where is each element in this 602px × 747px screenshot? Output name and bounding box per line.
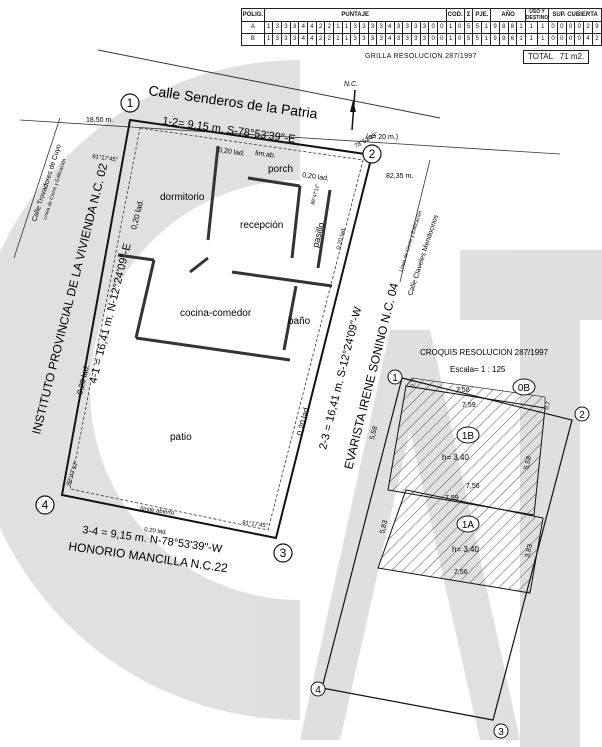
- croquis-labels-b1-label: 1B: [462, 431, 475, 442]
- total-box: TOTAL 71 m2.: [523, 50, 590, 64]
- grid-header-row: POLIG. PUNTAJE COD. Σ PJE. AÑO USO Y DES…: [241, 8, 602, 22]
- room-porch: porch: [268, 164, 293, 175]
- croquis-labels-a1-label: 1A: [462, 520, 475, 531]
- croquis-vertices-c4-label: 4: [315, 685, 321, 696]
- croquis-vertices-c1-label: 1: [392, 373, 398, 384]
- offsets-right-label: 0,20 lad.: [295, 405, 311, 437]
- grid-cell: 0: [454, 33, 465, 46]
- grid-table: POLIG. PUNTAJE COD. Σ PJE. AÑO USO Y DES…: [241, 8, 602, 46]
- croquis-dims-corner-r-label: 0,7: [544, 400, 552, 410]
- offsets-top-label: 0,20 lad.: [218, 147, 246, 158]
- angles-a3-label: 91°17'45": [242, 520, 268, 530]
- croquis-dims-mid-label: 7,59: [445, 495, 459, 502]
- room-bano: baño: [288, 316, 311, 327]
- croquis-vertices-c3-label: 3: [498, 727, 504, 738]
- vertex-4-label: 4: [42, 498, 49, 512]
- croquis-dims-corner-l-label: 0,7: [410, 378, 418, 388]
- offsets-topright-label: 0,20 lad.: [302, 172, 330, 183]
- croquis-dims-right-b-label: 5,58: [523, 455, 533, 470]
- croquis-dims-top-label: 7,58: [456, 387, 470, 394]
- croquis-dims-right-a-label: 3,83: [524, 543, 534, 558]
- croquis-vertices-c2-label: 2: [579, 410, 585, 421]
- header-uso: USO Y DESTINO: [524, 8, 550, 22]
- offsets-bottom-label: 0,20 lad.: [144, 527, 168, 536]
- croquis-title: CROQUIS RESOLUCION 287/1997: [420, 348, 549, 357]
- grid-cell: 1: [481, 33, 492, 46]
- room-patio: patio: [170, 432, 192, 443]
- vertex-3-label: 3: [280, 546, 287, 560]
- room-dormitorio: dormitorio: [160, 192, 205, 203]
- north-arrow: N.C.: [344, 81, 358, 131]
- croquis-labels-b0-label: 0B: [518, 383, 531, 394]
- vertex-markers: 1 2 3 4: [35, 93, 382, 563]
- offsets-right2-label: 0,20 lad.: [336, 226, 347, 250]
- grid-caption: GRILLA RESOLUCION 287/1997: [365, 53, 477, 60]
- vertex-2-label: 2: [369, 147, 376, 161]
- dim-left-street: 18,50 m.: [86, 117, 113, 124]
- room-recepcion: recepción: [240, 220, 283, 231]
- croquis-dims-bottom-a-label: 7,56: [454, 569, 468, 576]
- croquis-dims-left-a-label: 5,83: [379, 519, 389, 534]
- total-value: 71 m2.: [559, 52, 585, 61]
- row-b-polig: B: [241, 33, 265, 46]
- grid-cell: 2: [591, 33, 602, 46]
- interior-walls: [117, 145, 333, 362]
- croquis-dims-top2-label: 7,59: [462, 402, 476, 409]
- ochava-label: (a= 20 m.): [366, 134, 398, 141]
- dim-right-street: 82,35 m.: [386, 173, 413, 180]
- north-label: N.C.: [344, 81, 358, 88]
- total-label: TOTAL: [528, 52, 554, 61]
- croquis-scale: Escala= 1 : 125: [450, 365, 506, 374]
- angles-a2b-label: 88°47'12": [310, 183, 321, 205]
- offsets-limite-label: límite abierto: [140, 506, 176, 517]
- angles-a1-label: 91°17'45": [92, 154, 118, 164]
- header-cod: COD.: [445, 8, 465, 22]
- croquis-h-b-label: h= 3,40: [442, 453, 469, 462]
- room-cocina: cocina-comedor: [180, 308, 252, 319]
- croquis-dims-left-b-label: 5,58: [369, 425, 379, 440]
- offsets-limab-label: lim.ab.: [255, 150, 276, 160]
- croquis-h-a-label: h= 3,40: [452, 545, 479, 554]
- croquis-dims-mid2-label: 7,56: [466, 483, 480, 490]
- lot-boundary: [60, 118, 374, 540]
- vertex-1-label: 1: [127, 96, 134, 110]
- croquis: CROQUIS RESOLUCION 287/1997 Escala= 1 : …: [310, 348, 590, 739]
